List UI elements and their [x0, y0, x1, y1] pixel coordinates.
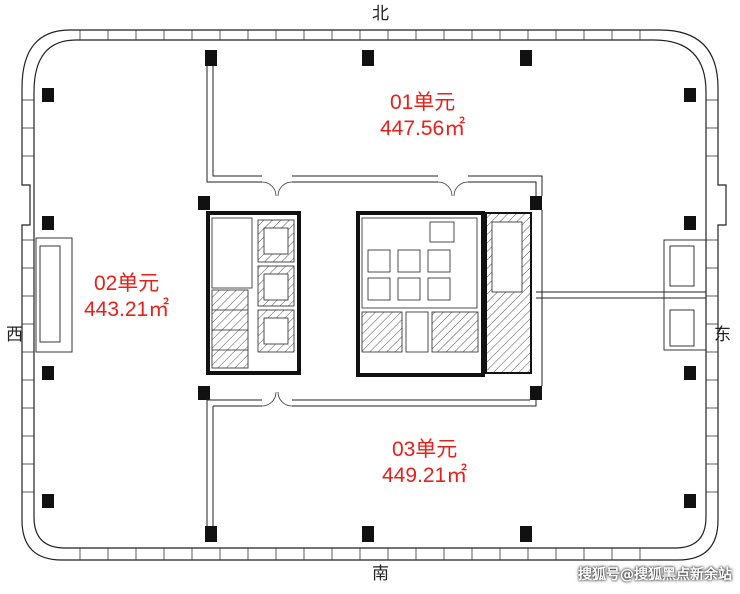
compass-east: 东	[714, 325, 731, 345]
unit-03-name: 03单元	[391, 438, 458, 461]
core-east	[356, 211, 532, 377]
outer-wall	[21, 29, 727, 561]
unit-03-area: 449.21㎡	[382, 464, 468, 488]
columns	[42, 50, 696, 542]
partition-walls	[206, 66, 706, 526]
doors	[261, 181, 469, 407]
unit-01-area: 447.56㎡	[380, 117, 466, 141]
compass-south: 南	[372, 564, 389, 584]
unit-01-label: 01单元 447.56㎡	[380, 90, 465, 143]
compass-north: 北	[372, 4, 389, 24]
unit-01-name: 01单元	[389, 91, 456, 114]
unit-02-label: 02单元 443.21㎡	[84, 271, 169, 324]
watermark: 搜狐号@搜狐黑点新余站	[578, 567, 732, 583]
core-west	[206, 211, 301, 375]
unit-02-name: 02单元	[93, 272, 160, 295]
unit-02-area: 443.21㎡	[84, 298, 170, 322]
side-shafts	[35, 237, 707, 353]
unit-03-label: 03单元 449.21㎡	[382, 437, 467, 490]
compass-west: 西	[6, 325, 23, 345]
window-marks	[22, 30, 718, 560]
